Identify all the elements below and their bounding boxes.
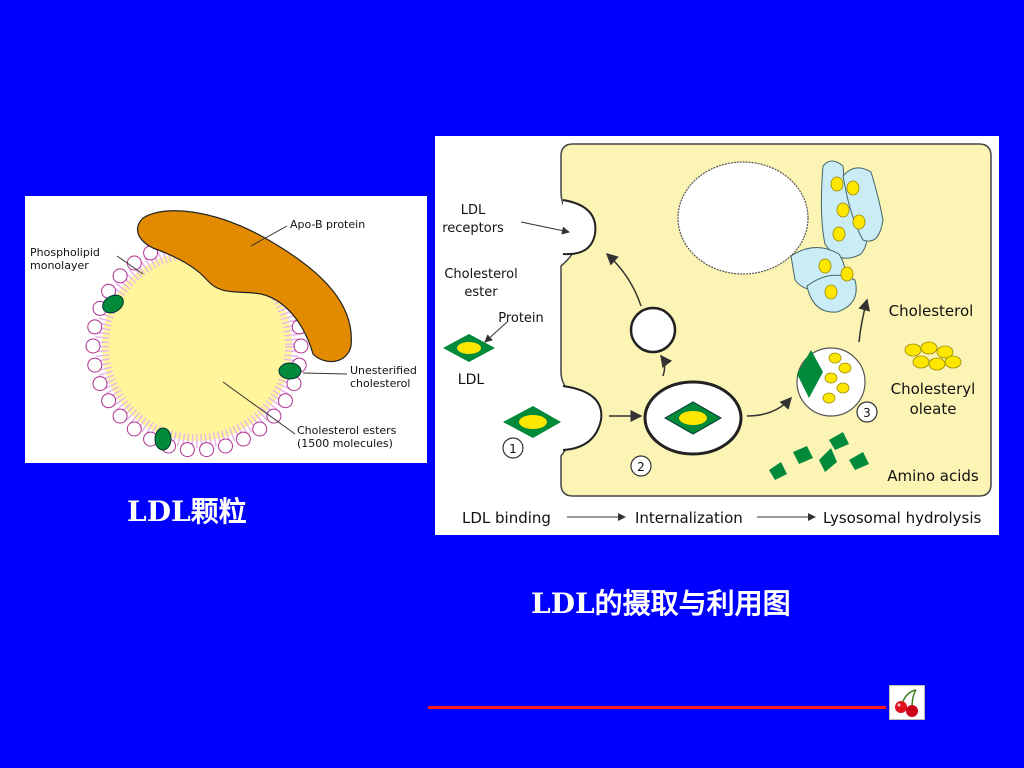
nucleus bbox=[677, 161, 809, 275]
ldl-uptake-diagram: 1 2 3 LDL receptors Cholesterol ester Pr… bbox=[435, 136, 999, 535]
label-oleate: oleate bbox=[910, 400, 957, 418]
label-amino-acids: Amino acids bbox=[887, 467, 979, 485]
amino-acid-shapes bbox=[769, 432, 869, 480]
ldl-core bbox=[519, 415, 547, 429]
ldl-protein bbox=[797, 350, 823, 398]
label-unesterified: Unesterified bbox=[350, 364, 417, 377]
cholesteryl-oleate-droplets bbox=[904, 341, 962, 371]
step-number: 3 bbox=[863, 406, 871, 420]
phospholipid-head bbox=[112, 408, 128, 424]
label-oleate: Cholesteryl bbox=[891, 380, 976, 398]
coated-pit bbox=[562, 385, 603, 451]
phospholipid-head bbox=[277, 393, 293, 409]
cherry-icon[interactable] bbox=[889, 685, 925, 720]
phospholipid-head bbox=[126, 421, 142, 437]
phospholipid-head bbox=[235, 431, 251, 447]
phospholipid-head bbox=[101, 393, 117, 409]
label-esters: (1500 molecules) bbox=[297, 437, 393, 450]
ldl-core bbox=[679, 411, 707, 425]
coated-pit bbox=[562, 199, 597, 256]
unesterified-cholesterol bbox=[278, 362, 302, 380]
ldl-uptake-caption: LDL的摄取与利用图 bbox=[531, 587, 791, 620]
label-receptors: LDL bbox=[461, 203, 486, 218]
flow-internalization: Internalization bbox=[635, 509, 743, 527]
phospholipid-head bbox=[92, 376, 108, 392]
unesterified-cholesterol bbox=[102, 294, 124, 314]
label-esters: Cholesterol esters bbox=[297, 424, 397, 437]
phospholipid-head bbox=[266, 408, 282, 424]
ldl-core bbox=[457, 342, 481, 354]
ldl-uptake-svg: 1 2 3 LDL receptors Cholesterol ester Pr… bbox=[442, 143, 992, 527]
label-phospholipid: Phospholipid bbox=[30, 246, 100, 259]
recycling-vesicle bbox=[629, 306, 677, 354]
phospholipid-head bbox=[252, 421, 268, 437]
label-unesterified: cholesterol bbox=[350, 377, 410, 390]
phospholipid-head bbox=[87, 319, 103, 335]
cholesterol-ester-core bbox=[115, 264, 279, 428]
label-ldl: LDL bbox=[458, 372, 485, 388]
label-apob: Apo-B protein bbox=[290, 218, 365, 231]
step-marker bbox=[630, 455, 652, 477]
phospholipid-head bbox=[199, 442, 215, 458]
phospholipid-head bbox=[85, 338, 101, 354]
label-phospholipid: monolayer bbox=[30, 259, 89, 272]
step-marker bbox=[502, 437, 524, 459]
step-number: 1 bbox=[509, 442, 517, 456]
step-number: 2 bbox=[637, 460, 645, 474]
phospholipid-head bbox=[87, 357, 103, 373]
cholesterol-droplets bbox=[818, 176, 866, 300]
ldl-particle-diagram: Apo-B protein Phospholipid monolayer Une… bbox=[25, 196, 427, 463]
step-marker bbox=[856, 401, 878, 423]
flow-binding: LDL binding bbox=[462, 509, 551, 527]
phospholipid-head bbox=[293, 338, 309, 354]
unesterified-cholesterol bbox=[154, 427, 172, 451]
phospholipid-head bbox=[179, 442, 195, 458]
ldl-particle-svg: Apo-B protein Phospholipid monolayer Une… bbox=[30, 210, 417, 458]
ldl-particle-caption: LDL颗粒 bbox=[127, 495, 247, 528]
label-cholesterol: Cholesterol bbox=[889, 302, 974, 320]
footer-divider bbox=[428, 706, 886, 709]
phospholipid-head bbox=[112, 268, 128, 284]
label-ester: Cholesterol bbox=[444, 267, 517, 282]
cholesterol-ester-droplets bbox=[822, 352, 852, 404]
flow-hydrolysis: Lysosomal hydrolysis bbox=[823, 509, 982, 527]
label-ester: ester bbox=[464, 285, 498, 300]
phospholipid-head bbox=[218, 438, 233, 454]
label-protein: Protein bbox=[498, 311, 544, 326]
label-receptors: receptors bbox=[442, 221, 504, 236]
